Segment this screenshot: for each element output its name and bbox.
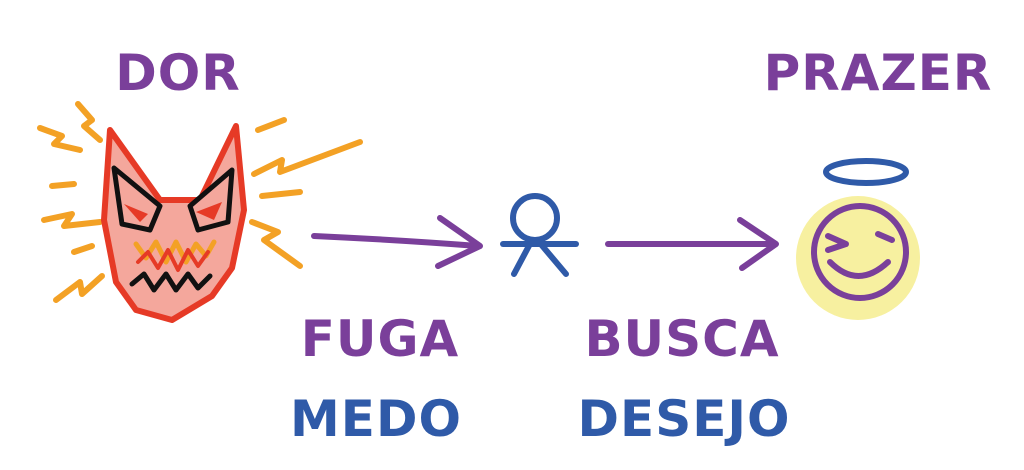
- lightning-bolts: [37, 101, 363, 303]
- devil-face-icon: [37, 101, 363, 323]
- escape-label: FUGA: [301, 310, 460, 368]
- smiling-angel-face-icon: [796, 158, 920, 320]
- devil-mouth: [129, 239, 217, 293]
- smiley-face: [811, 203, 909, 301]
- arrow-right-icon: [605, 217, 779, 271]
- halo: [823, 158, 909, 186]
- devil-eyes: [111, 165, 235, 233]
- seek-label: BUSCA: [584, 310, 779, 368]
- pleasure-label: PRAZER: [764, 44, 993, 102]
- stick-figure-person-icon: [500, 193, 579, 277]
- smiley-features: [825, 231, 895, 279]
- desire-label: DESEJO: [578, 390, 791, 448]
- fear-label: MEDO: [290, 390, 462, 448]
- arrow-right-icon: [311, 215, 483, 269]
- pain-label: DOR: [115, 44, 241, 102]
